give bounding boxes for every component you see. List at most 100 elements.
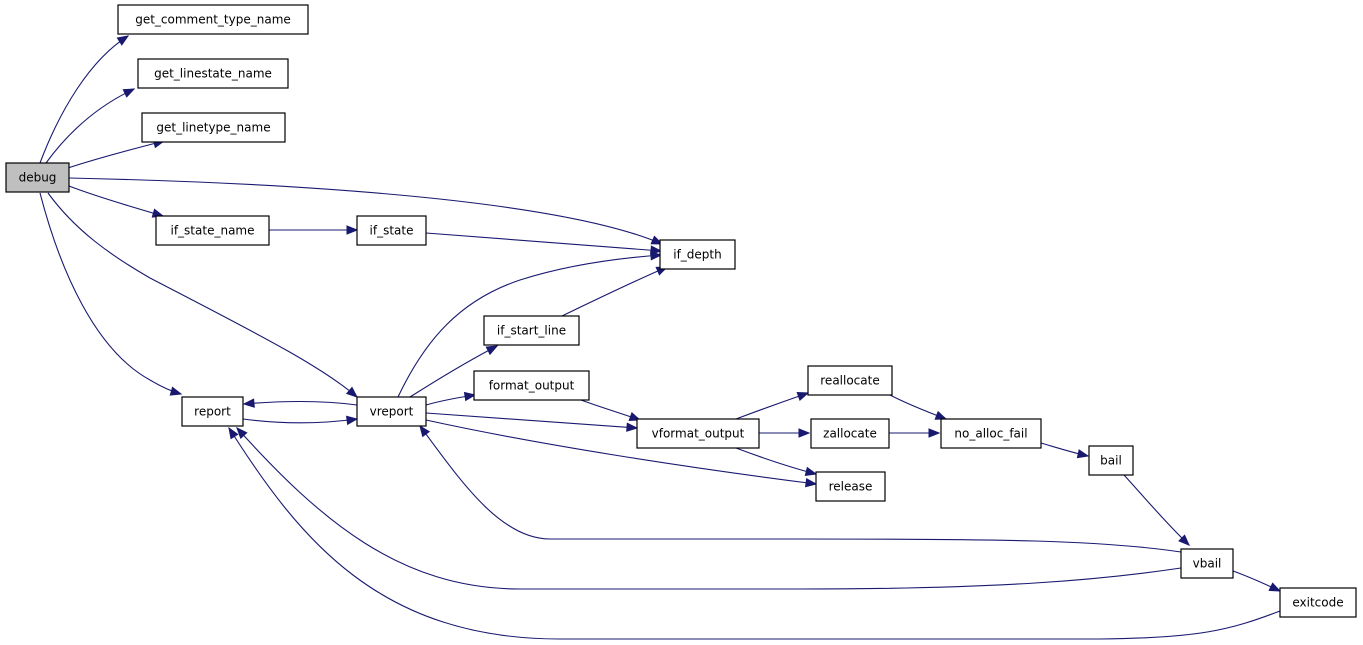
node-vformat-output[interactable]: vformat_output (636, 418, 760, 449)
node-no-alloc-fail[interactable]: no_alloc_fail (940, 418, 1042, 449)
arrowhead (346, 415, 359, 426)
edge-vreport-to-if-depth (397, 251, 663, 398)
node-box (1088, 445, 1134, 476)
node-bail[interactable]: bail (1088, 445, 1134, 476)
node-format-output[interactable]: format_output (473, 370, 590, 401)
edge-reallocate-to-no-alloc-fail (887, 393, 948, 420)
arrowhead (934, 410, 948, 420)
arrowhead (116, 35, 130, 46)
node-get-linetype-name[interactable]: get_linetype_name (141, 112, 286, 143)
node-box (117, 4, 309, 35)
node-label: release (829, 480, 873, 494)
edge-vformat-output-to-zallocate (759, 428, 811, 438)
node-box (1180, 548, 1234, 579)
edge-vreport-to-format-output (425, 391, 477, 406)
node-box (636, 418, 760, 449)
arrowhead (1076, 449, 1090, 459)
node-box (141, 112, 286, 143)
edge-vformat-output-to-release (735, 447, 818, 476)
node-box (137, 58, 289, 89)
node-exitcode[interactable]: exitcode (1279, 587, 1357, 618)
edge-format-output-to-vformat-output (580, 399, 642, 422)
node-layer: debug get_comment_type_name get_linestate_… (5, 4, 1357, 618)
node-label: debug (19, 171, 57, 185)
edge-bail-to-vbail (1123, 474, 1190, 546)
node-box (483, 315, 580, 346)
node-label: report (194, 405, 231, 419)
node-label: get_linestate_name (154, 67, 272, 81)
edge-vreport-to-vformat-output (425, 412, 639, 432)
node-debug[interactable]: debug (5, 162, 70, 193)
arrowhead (236, 427, 248, 439)
node-reallocate[interactable]: reallocate (807, 365, 893, 396)
arrowhead (804, 466, 818, 476)
node-label: get_linetype_name (156, 121, 270, 135)
node-box (1279, 587, 1357, 618)
arrowhead (228, 426, 239, 440)
node-label: if_state (370, 224, 414, 238)
arrowhead (345, 386, 359, 398)
node-label: if_depth (673, 248, 722, 262)
arrowhead (122, 88, 136, 98)
edge-no-alloc-fail-to-bail (1040, 442, 1090, 459)
edge-vbail-to-exitcode (1232, 570, 1282, 592)
arrowhead (1268, 582, 1282, 592)
arrowhead (463, 391, 477, 402)
edge-debug-to-get-comment-type-name (39, 35, 130, 164)
arrowhead (798, 428, 811, 438)
node-label: vreport (370, 405, 414, 419)
node-box (181, 396, 244, 427)
arrowhead (650, 251, 663, 261)
node-box (155, 215, 270, 246)
edge-debug-to-if-state-name (68, 185, 165, 218)
node-label: exitcode (1292, 596, 1343, 610)
node-vreport[interactable]: vreport (356, 396, 427, 427)
edge-debug-to-get-linestate-name (45, 88, 136, 164)
edge-debug-to-if-depth (68, 177, 664, 245)
edge-exitcode-to-report (228, 426, 1281, 640)
node-zallocate[interactable]: zallocate (810, 418, 890, 449)
node-release[interactable]: release (815, 471, 886, 502)
node-label: vbail (1193, 557, 1222, 571)
node-report[interactable]: report (181, 396, 244, 427)
node-vbail[interactable]: vbail (1180, 548, 1234, 579)
node-if-state[interactable]: if_state (356, 215, 427, 246)
arrowhead (796, 391, 810, 401)
edge-layer (39, 35, 1282, 640)
node-label: vformat_output (652, 427, 745, 441)
node-label: zallocate (823, 427, 877, 441)
node-label: if_start_line (497, 324, 566, 338)
edge-report-to-vreport (242, 415, 359, 426)
node-box (356, 215, 427, 246)
edge-debug-to-get-linetype-name (67, 139, 166, 169)
node-get-linestate-name[interactable]: get_linestate_name (137, 58, 289, 89)
edge-debug-to-report (39, 192, 183, 396)
node-get-comment-type-name[interactable]: get_comment_type_name (117, 4, 309, 35)
edge-if-state-name-to-if-state (269, 225, 359, 235)
node-label: if_state_name (171, 224, 255, 238)
node-box (940, 418, 1042, 449)
node-box (810, 418, 890, 449)
node-box (356, 396, 427, 427)
arrowhead (805, 478, 818, 488)
node-box (5, 162, 70, 193)
edge-vbail-to-vreport (419, 424, 1182, 553)
node-if-state-name[interactable]: if_state_name (155, 215, 270, 246)
node-label: no_alloc_fail (954, 427, 1027, 441)
arrowhead (1178, 534, 1190, 546)
edge-zallocate-to-no-alloc-fail (889, 428, 941, 438)
arrowhead (242, 398, 255, 408)
node-if-start-line[interactable]: if_start_line (483, 315, 580, 346)
node-box (473, 370, 590, 401)
node-box (815, 471, 886, 502)
edge-if-state-to-if-depth (425, 232, 663, 255)
node-box (659, 239, 736, 270)
edge-vreport-to-if-start-line (409, 345, 499, 398)
edge-if-start-line-to-if-depth (561, 266, 669, 317)
edge-debug-to-vreport (47, 192, 359, 398)
node-label: get_comment_type_name (135, 13, 291, 27)
node-if-depth[interactable]: if_depth (659, 239, 736, 270)
node-label: format_output (489, 379, 575, 393)
arrowhead (626, 422, 639, 432)
